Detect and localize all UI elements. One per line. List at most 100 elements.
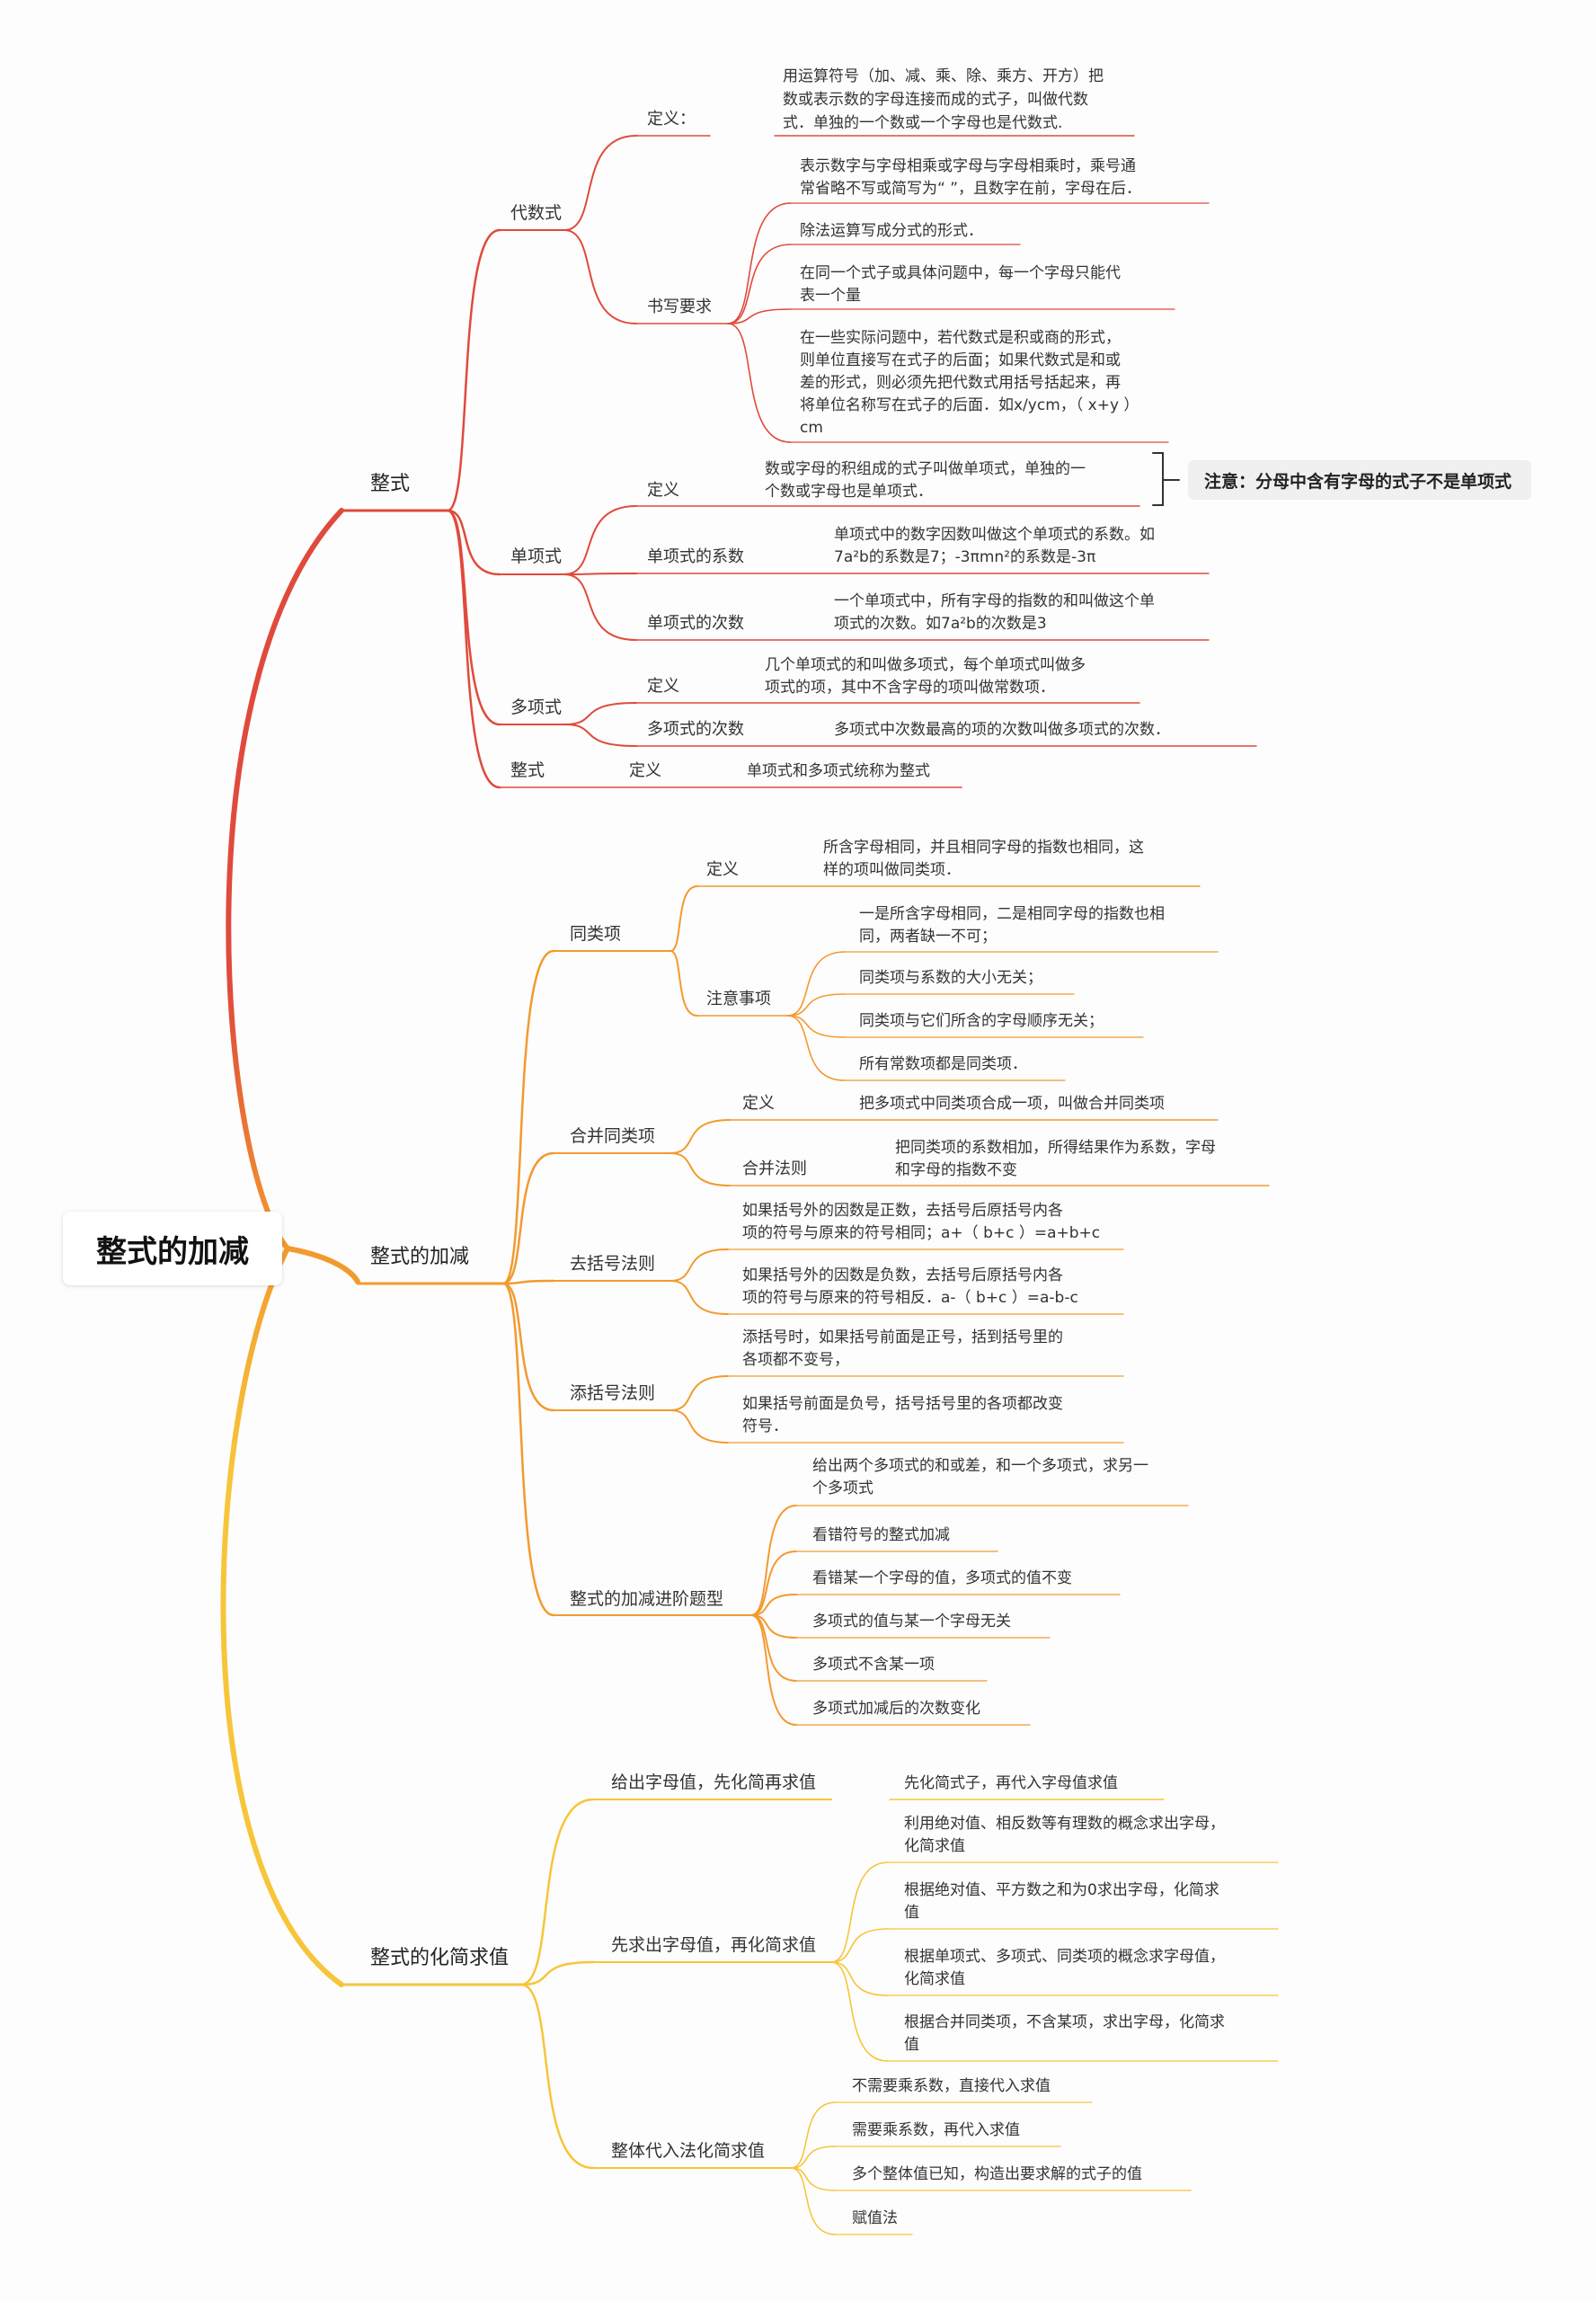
connector-line <box>669 1280 729 1315</box>
detail-text[interactable]: 根据合并同类项，不含某项，求出字母，化简求 <box>904 2013 1225 2031</box>
node-label[interactable]: 定义 <box>629 761 661 780</box>
detail-text[interactable]: 在同一个式子或具体问题中，每一个字母只能代 <box>800 264 1121 282</box>
detail-text[interactable]: 将单位名称写在式子的后面．如x/ycm，（ x+y ） <box>800 396 1139 414</box>
node-label[interactable]: 单项式的系数 <box>647 547 744 566</box>
node-label[interactable]: 定义 <box>647 481 679 500</box>
detail-text[interactable]: 在一些实际问题中，若代数式是积或商的形式， <box>800 329 1121 347</box>
detail-text[interactable]: 符号． <box>742 1417 788 1435</box>
node-label[interactable]: 整式 <box>510 760 545 780</box>
detail-text[interactable]: 看错某一个字母的值，多项式的值不变 <box>812 1569 1072 1587</box>
detail-text[interactable]: 值 <box>904 2036 919 2054</box>
detail-text[interactable]: 几个单项式的和叫做多项式，每个单项式叫做多 <box>765 656 1086 674</box>
node-label[interactable]: 单项式 <box>510 546 562 566</box>
connector-line <box>446 509 501 789</box>
node-label[interactable]: 定义 <box>647 677 679 696</box>
detail-text[interactable]: 多项式不含某一项 <box>812 1656 935 1674</box>
detail-text[interactable]: 7a²b的系数是7；-3πmn²的系数是-3π <box>834 548 1095 566</box>
detail-text[interactable]: 数或字母的积组成的式子叫做单项式，单独的一 <box>765 460 1086 478</box>
node-label[interactable]: 定义 <box>706 860 739 879</box>
detail-text[interactable]: 根据单项式、多项式、同类项的概念求字母值， <box>904 1947 1225 1966</box>
detail-text[interactable]: 数或表示数的字母连接而成的式子，叫做代数 <box>783 91 1088 109</box>
node-label[interactable]: 整体代入法化简求值 <box>611 2141 765 2161</box>
detail-text[interactable]: 常省略不写或简写为“ ”，且数字在前，字母在后． <box>800 180 1141 198</box>
detail-text[interactable]: 如果括号外的因数是负数，去括号后原括号内各 <box>742 1266 1063 1284</box>
detail-text[interactable]: 不需要乘系数，直接代入求值 <box>852 2077 1051 2095</box>
connector-line <box>727 308 792 324</box>
detail-text[interactable]: 看错符号的整式加减 <box>812 1526 950 1544</box>
connector-line <box>501 1279 555 1285</box>
detail-text[interactable]: 个多项式 <box>812 1479 873 1497</box>
detail-text[interactable]: 则单位直接写在式子的后面；如果代数式是和或 <box>800 351 1121 369</box>
detail-text[interactable]: 多项式中次数最高的项的次数叫做多项式的次数． <box>834 721 1170 739</box>
detail-text[interactable]: cm <box>800 419 823 437</box>
detail-text[interactable]: 样的项叫做同类项． <box>823 861 961 879</box>
detail-text[interactable]: 同，两者缺一不可； <box>859 928 997 946</box>
detail-text[interactable]: 项式的项，其中不含字母的项叫做常数项． <box>765 679 1055 697</box>
detail-text[interactable]: 式．单独的一个数或一个字母也是代数式. <box>783 114 1062 132</box>
detail-text[interactable]: 和字母的指数不变 <box>895 1161 1017 1179</box>
detail-text[interactable]: 差的形式，则必须先把代数式用括号括起来，再 <box>800 374 1121 392</box>
branch-label[interactable]: 整式 <box>370 473 410 495</box>
root-node[interactable]: 整式的加减 <box>63 1212 282 1285</box>
detail-text[interactable]: 一个单项式中，所有字母的指数的和叫做这个单 <box>834 592 1155 610</box>
connector-line <box>563 135 637 231</box>
node-label[interactable]: 合并法则 <box>742 1159 807 1178</box>
branch-label[interactable]: 整式的加减 <box>370 1246 469 1268</box>
connector-line <box>563 573 637 575</box>
detail-text[interactable]: 先化简式子，再代入字母值求值 <box>904 1774 1118 1792</box>
detail-text[interactable]: 单项式和多项式统称为整式 <box>747 762 930 780</box>
note-callout[interactable]: 注意：分母中含有字母的式子不是单项式 <box>1188 460 1531 500</box>
detail-text[interactable]: 把同类项的系数相加，所得结果作为系数，字母 <box>895 1139 1216 1157</box>
node-label[interactable]: 先求出字母值，再化简求值 <box>611 1935 816 1955</box>
detail-text[interactable]: 同类项与系数的大小无关； <box>859 969 1042 987</box>
detail-text[interactable]: 如果括号外的因数是正数，去括号后原括号内各 <box>742 1202 1063 1220</box>
detail-text[interactable]: 除法运算写成分式的形式． <box>800 222 983 240</box>
detail-text[interactable]: 多项式加减后的次数变化 <box>812 1700 980 1718</box>
node-label[interactable]: 多项式 <box>510 697 562 717</box>
node-label[interactable]: 定义 <box>742 1094 775 1113</box>
trunk-line <box>285 1246 360 1284</box>
detail-text[interactable]: 需要乘系数，再代入求值 <box>852 2121 1020 2139</box>
detail-text[interactable]: 所含字母相同，并且相同字母的指数也相同，这 <box>823 839 1144 857</box>
node-label[interactable]: 去括号法则 <box>570 1254 655 1274</box>
connector-line <box>786 1015 846 1081</box>
node-label[interactable]: 书写要求 <box>647 298 712 316</box>
node-label[interactable]: 添括号法则 <box>570 1383 655 1403</box>
detail-text[interactable]: 多个整体值已知，构造出要求解的式子的值 <box>852 2165 1142 2183</box>
detail-text[interactable]: 多项式的值与某一个字母无关 <box>812 1612 1011 1630</box>
detail-text[interactable]: 一是所含字母相同，二是相同字母的指数也相 <box>859 905 1165 923</box>
detail-text[interactable]: 把多项式中同类项合成一项，叫做合并同类项 <box>859 1095 1165 1113</box>
detail-text[interactable]: 所有常数项都是同类项． <box>859 1055 1027 1073</box>
detail-text[interactable]: 用运算符号（加、减、乘、除、乘方、开方）把 <box>783 67 1104 85</box>
detail-text[interactable]: 赋值法 <box>852 2209 898 2227</box>
detail-text[interactable]: 项式的次数。如7a²b的次数是3 <box>834 615 1047 633</box>
node-label[interactable]: 单项式的次数 <box>647 614 744 633</box>
connector-line <box>830 1961 889 1996</box>
detail-text[interactable]: 各项都不变号， <box>742 1351 849 1369</box>
detail-text[interactable]: 项的符号与原来的符号相同；a+（ b+c ）=a+b+c <box>742 1224 1100 1242</box>
node-label[interactable]: 注意事项 <box>706 990 771 1008</box>
node-label[interactable]: 整式的加减进阶题型 <box>570 1589 723 1609</box>
connector-line <box>669 1152 731 1186</box>
detail-text[interactable]: 同类项与它们所含的字母顺序无关； <box>859 1012 1104 1030</box>
node-label[interactable]: 代数式 <box>510 203 562 223</box>
detail-text[interactable]: 个数或字母也是单项式． <box>765 483 933 501</box>
node-label[interactable]: 同类项 <box>570 924 621 944</box>
branch-label[interactable]: 整式的化简求值 <box>370 1947 509 1969</box>
node-label[interactable]: 合并同类项 <box>570 1126 655 1146</box>
detail-text[interactable]: 值 <box>904 1904 919 1922</box>
detail-text[interactable]: 表一个量 <box>800 287 861 305</box>
detail-text[interactable]: 给出两个多项式的和或差，和一个多项式，求另一 <box>812 1457 1148 1475</box>
detail-text[interactable]: 单项式中的数字因数叫做这个单项式的系数。如 <box>834 526 1155 544</box>
detail-text[interactable]: 如果括号前面是负号，括号括号里的各项都改变 <box>742 1395 1063 1413</box>
detail-text[interactable]: 利用绝对值、相反数等有理数的概念求出字母， <box>904 1814 1225 1833</box>
detail-text[interactable]: 表示数字与字母相乘或字母与字母相乘时，乘号通 <box>800 157 1136 175</box>
detail-text[interactable]: 化简求值 <box>904 1837 965 1855</box>
detail-text[interactable]: 化简求值 <box>904 1970 965 1988</box>
detail-text[interactable]: 项的符号与原来的符号相反．a-（ b+c ）=a-b-c <box>742 1289 1078 1307</box>
node-label[interactable]: 给出字母值，先化简再求值 <box>611 1772 816 1792</box>
node-label[interactable]: 定义： <box>647 110 696 129</box>
detail-text[interactable]: 添括号时，如果括号前面是正号，括到括号里的 <box>742 1328 1063 1346</box>
detail-text[interactable]: 根据绝对值、平方数之和为0求出字母，化简求 <box>904 1881 1219 1899</box>
node-label[interactable]: 多项式的次数 <box>647 720 744 739</box>
